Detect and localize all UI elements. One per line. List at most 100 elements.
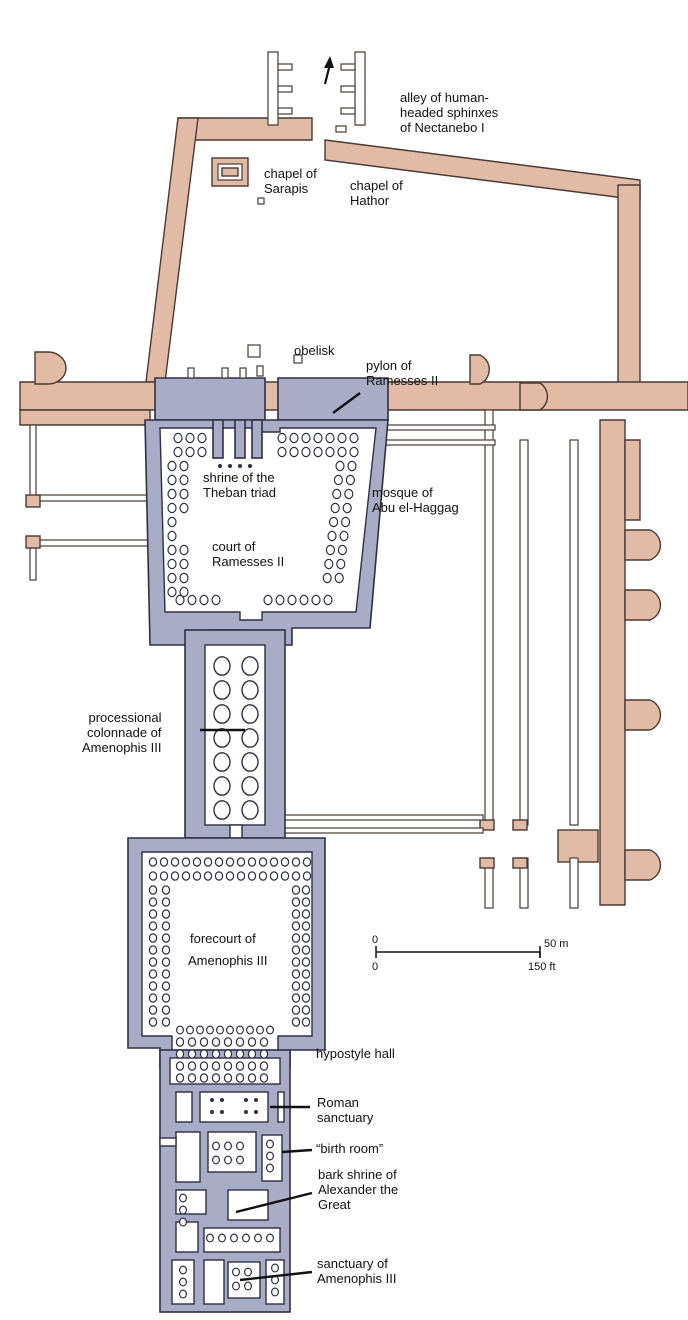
column [148, 921, 158, 931]
column [187, 1073, 197, 1083]
column [334, 572, 344, 584]
column [167, 558, 177, 570]
label-chapel-hathor: chapel of Hathor [350, 178, 403, 208]
column [224, 1155, 233, 1165]
column [301, 981, 311, 991]
column [258, 857, 268, 867]
column [167, 460, 177, 472]
column [173, 432, 183, 444]
column [263, 594, 273, 606]
column [167, 586, 177, 598]
column [199, 1037, 209, 1047]
column [289, 432, 299, 444]
column [212, 1155, 221, 1165]
column [337, 446, 347, 458]
column [179, 1205, 188, 1215]
column [167, 530, 177, 542]
label-pylon: pylon of Ramesses II [366, 358, 439, 388]
column [313, 446, 323, 458]
column [179, 502, 189, 514]
column [244, 1281, 253, 1291]
column [148, 871, 158, 881]
column [302, 871, 312, 881]
column [324, 558, 334, 570]
column [236, 1025, 245, 1035]
column [175, 1061, 185, 1071]
column [275, 594, 285, 606]
label-court: court of Ramesses II [212, 539, 285, 569]
column [301, 446, 311, 458]
column [179, 572, 189, 584]
column [291, 1017, 301, 1027]
roman-dot [244, 1098, 248, 1102]
column [311, 594, 321, 606]
column [347, 460, 357, 472]
column [175, 1073, 185, 1083]
column [247, 871, 257, 881]
column [167, 502, 177, 514]
column [187, 1061, 197, 1071]
column [213, 728, 231, 748]
column [247, 1061, 257, 1071]
column [161, 969, 171, 979]
column [291, 885, 301, 895]
column [148, 1017, 158, 1027]
column [179, 1217, 188, 1227]
column [291, 921, 301, 931]
column [235, 1037, 245, 1047]
column [287, 594, 297, 606]
roman-dot [210, 1110, 214, 1114]
column [179, 1265, 188, 1275]
column [179, 544, 189, 556]
column [161, 1005, 171, 1015]
column [259, 1073, 269, 1083]
column [148, 897, 158, 907]
column [254, 1233, 263, 1243]
column [213, 800, 231, 820]
column [280, 871, 290, 881]
court-ramesses [144, 419, 389, 646]
column [269, 857, 279, 867]
label-forecourt-2: Amenophis III [188, 953, 268, 968]
column [216, 1025, 225, 1035]
column [291, 857, 301, 867]
column [161, 981, 171, 991]
column [148, 957, 158, 967]
column [213, 776, 231, 796]
column [203, 871, 213, 881]
column [291, 981, 301, 991]
label-alley: alley of human- headed sphinxes of Necta… [400, 90, 499, 135]
column [325, 446, 335, 458]
column [159, 857, 169, 867]
column [167, 544, 177, 556]
pylon-ramesses [154, 377, 389, 421]
column [179, 1289, 188, 1299]
column [247, 1037, 257, 1047]
column [330, 502, 340, 514]
column [199, 1049, 209, 1059]
column [345, 474, 355, 486]
column [266, 1163, 275, 1173]
column [214, 857, 224, 867]
column [211, 1073, 221, 1083]
column [179, 460, 189, 472]
column [247, 1073, 257, 1083]
column [179, 586, 189, 598]
column [336, 558, 346, 570]
column [186, 1025, 195, 1035]
column [176, 1025, 185, 1035]
scale-bottom-zero: 0 [372, 961, 379, 973]
column [241, 800, 259, 820]
column [236, 1141, 245, 1151]
column [301, 957, 311, 967]
roman-dot [220, 1098, 224, 1102]
column [291, 969, 301, 979]
column [301, 885, 311, 895]
column [161, 909, 171, 919]
column [173, 446, 183, 458]
column [301, 945, 311, 955]
shrine-dot [228, 464, 232, 468]
column [241, 728, 259, 748]
roman-dot [220, 1110, 224, 1114]
